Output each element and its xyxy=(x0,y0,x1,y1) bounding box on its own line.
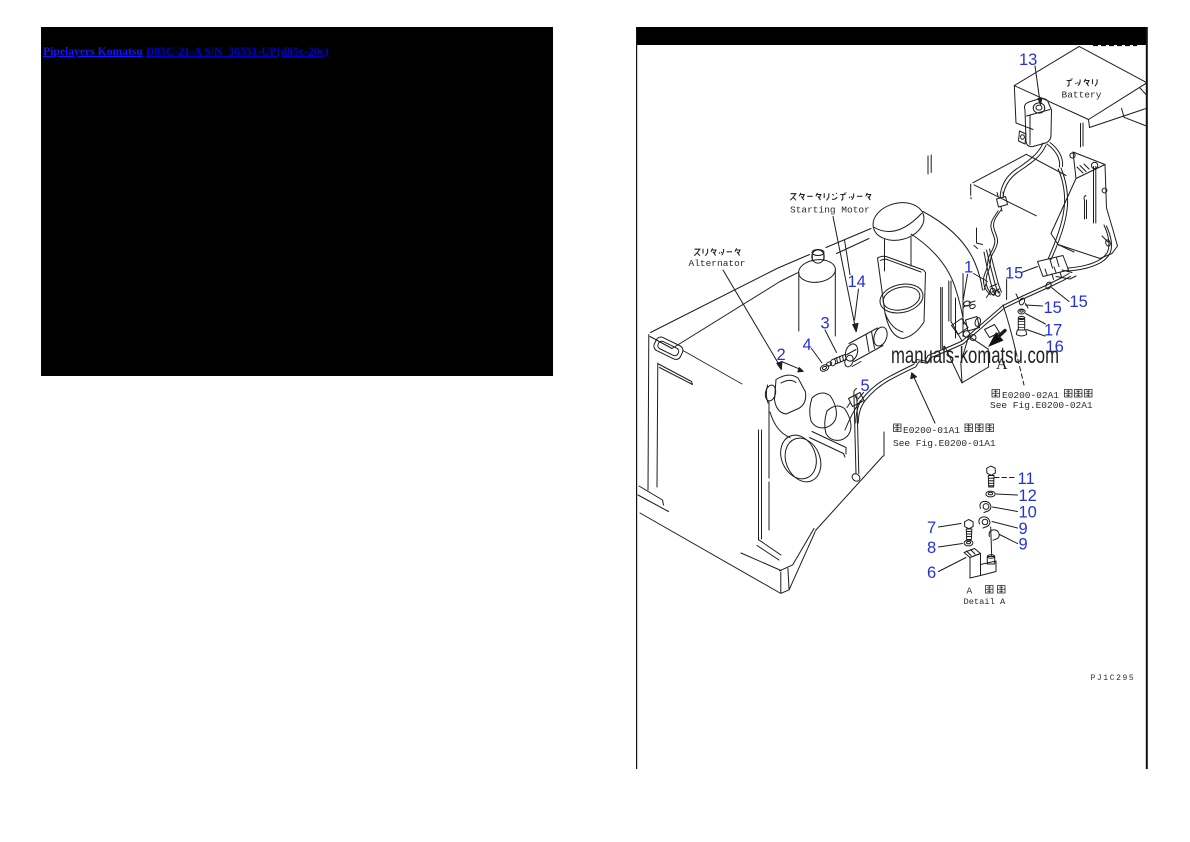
svg-text:6: 6 xyxy=(927,564,936,582)
svg-text:9: 9 xyxy=(1019,520,1028,538)
svg-text:15: 15 xyxy=(1005,265,1023,283)
svg-text:4: 4 xyxy=(803,336,812,354)
svg-text:Battery: Battery xyxy=(1062,90,1102,101)
svg-text:PJ1C295: PJ1C295 xyxy=(1091,674,1136,683)
svg-text:1: 1 xyxy=(964,259,973,277)
svg-text:8: 8 xyxy=(927,539,936,557)
svg-text:E0200-01A1: E0200-01A1 xyxy=(903,425,960,436)
svg-text:16: 16 xyxy=(1046,338,1064,356)
svg-text:See Fig.E0200-01A1: See Fig.E0200-01A1 xyxy=(893,438,996,449)
svg-text:5: 5 xyxy=(861,377,870,395)
svg-text:See Fig.E0200-02A1: See Fig.E0200-02A1 xyxy=(990,400,1093,411)
svg-text:9: 9 xyxy=(1019,536,1028,554)
svg-text:11: 11 xyxy=(1018,470,1035,488)
svg-text:E0200-02A1: E0200-02A1 xyxy=(1002,390,1059,401)
svg-text:12: 12 xyxy=(1019,487,1037,505)
svg-text:A: A xyxy=(967,586,973,597)
svg-text:17: 17 xyxy=(1044,322,1062,340)
svg-text:Starting Motor: Starting Motor xyxy=(790,205,870,216)
svg-text:3: 3 xyxy=(821,315,830,333)
svg-text:A: A xyxy=(996,356,1008,373)
svg-text:15: 15 xyxy=(1044,299,1062,317)
svg-text:Alternator: Alternator xyxy=(689,258,746,269)
svg-text:13: 13 xyxy=(1019,51,1037,69)
svg-text:7: 7 xyxy=(927,519,936,537)
svg-text:2: 2 xyxy=(777,346,786,364)
svg-text:Detail A: Detail A xyxy=(964,597,1006,607)
svg-text:14: 14 xyxy=(848,273,866,291)
svg-text:manuals-komatsu.com: manuals-komatsu.com xyxy=(891,342,1059,368)
svg-text:15: 15 xyxy=(1070,293,1088,311)
svg-text:10: 10 xyxy=(1019,504,1037,522)
